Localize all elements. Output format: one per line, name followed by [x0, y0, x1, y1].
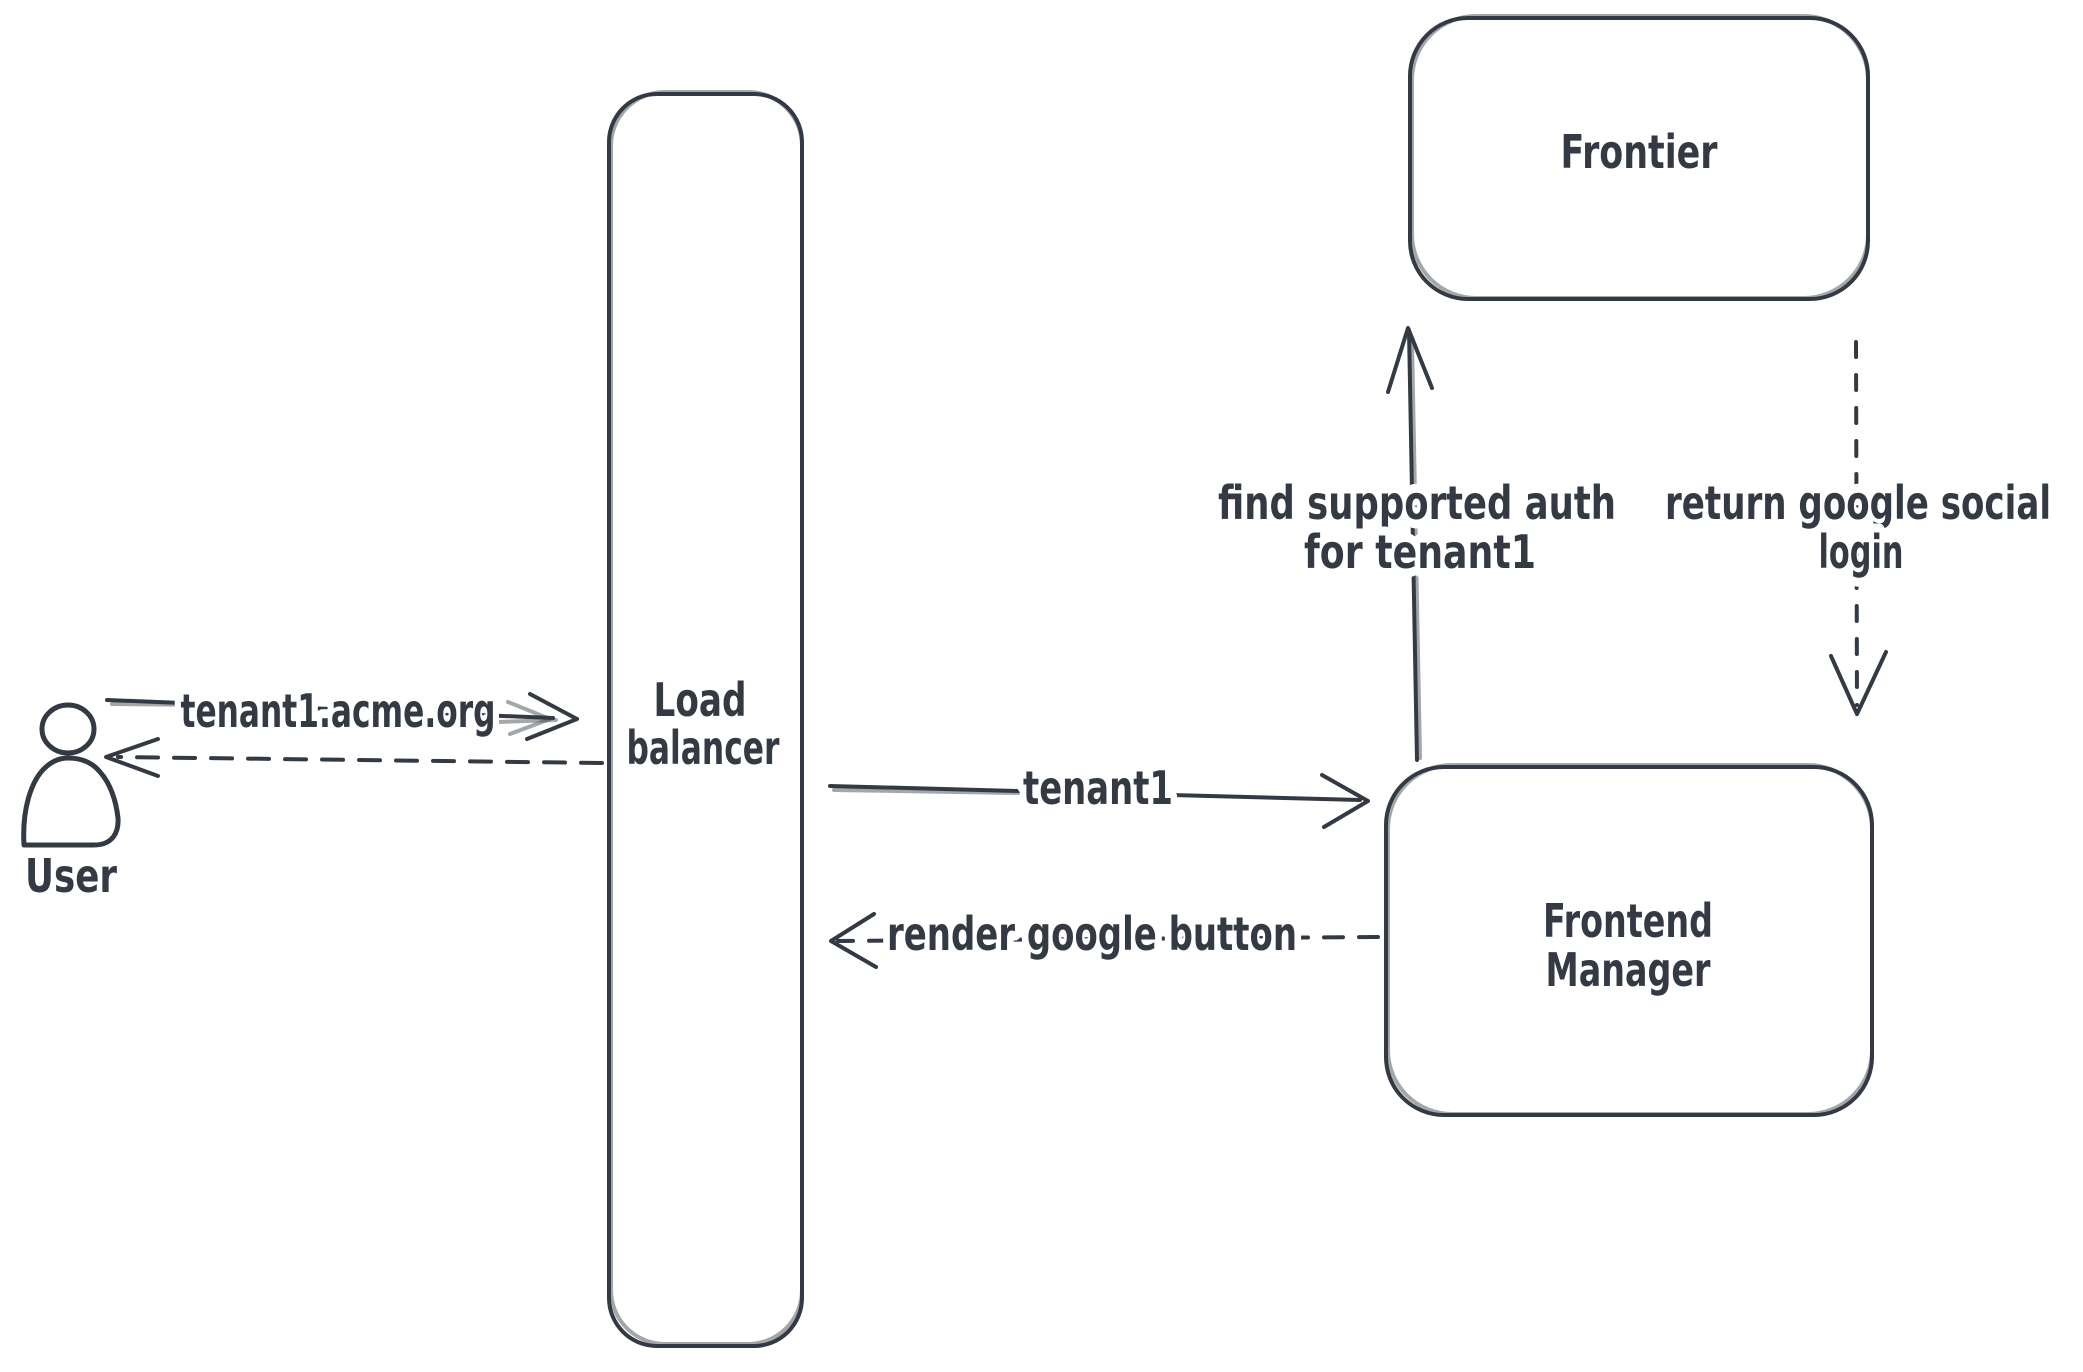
frontend-manager-label-line2: Manager [1546, 943, 1711, 997]
node-frontend-manager: Frontend Manager [1384, 763, 1874, 1117]
edge-fm-to-frontier-line [1407, 328, 1419, 762]
node-frontier: Frontier [1408, 14, 1870, 301]
edge-lb-to-fm-line [828, 784, 1362, 802]
edge-fm-to-lb: render google button [829, 898, 1380, 970]
edge-user-to-lb: tenant1.acme.org [105, 675, 579, 747]
edge-fm-to-frontier: find supported auth for tenant1 [1209, 326, 1625, 762]
edge-lb-to-user-line [116, 755, 604, 765]
edge-lb-to-fm: tenant1 [828, 752, 1370, 829]
edge-fm-to-frontier-arrowhead [1386, 326, 1434, 394]
edge-user-to-lb-line [105, 698, 555, 720]
edge-fm-to-frontier-label-line1: find supported auth [1218, 476, 1616, 530]
edge-fm-to-frontier-label-line2: for tenant1 [1304, 525, 1536, 579]
edge-user-to-lb-arrowhead-sketch [506, 700, 552, 736]
edge-frontier-to-fm-line [1854, 340, 1859, 707]
edge-lb-to-fm-arrowhead [1320, 773, 1370, 829]
edge-lb-to-fm-label: tenant1 [1023, 761, 1173, 815]
edge-lb-to-fm-line-sketch [832, 788, 1022, 795]
user-head-icon [39, 702, 97, 756]
frontier-box [1408, 16, 1870, 301]
user-label: User [25, 849, 117, 903]
edge-user-to-lb-line-sketch [110, 702, 558, 724]
edge-user-to-lb-arrowhead [525, 692, 579, 741]
frontend-manager-label-line1: Frontend [1543, 894, 1713, 948]
edge-user-to-lb-label: tenant1.acme.org [181, 684, 496, 738]
edge-lb-to-user [104, 737, 604, 778]
edge-frontier-to-fm-label-line1: return google social [1665, 476, 2051, 530]
node-load-balancer: Load balancer [607, 90, 804, 1348]
user-actor: User [21, 702, 121, 903]
load-balancer-label-line1: Load [654, 673, 747, 727]
load-balancer-box-sketch [609, 90, 804, 1346]
edge-fm-to-lb-line [836, 935, 1380, 943]
edge-fm-to-frontier-line-sketch [1410, 338, 1422, 760]
edge-frontier-to-fm-arrowhead [1829, 650, 1888, 716]
load-balancer-label-line2: balancer [627, 721, 780, 775]
load-balancer-box [607, 92, 804, 1348]
user-body-icon [21, 755, 121, 848]
edge-fm-to-lb-arrowhead [829, 912, 878, 969]
frontend-manager-box [1384, 765, 1874, 1117]
edge-fm-to-lb-label: render google button [887, 907, 1297, 961]
frontend-manager-box-sketch [1386, 763, 1874, 1116]
edge-frontier-to-fm-label-line2: login [1819, 525, 1904, 579]
frontier-box-sketch [1410, 14, 1870, 300]
frontier-label: Frontier [1561, 125, 1718, 179]
edge-frontier-to-fm: return google social login [1656, 340, 2060, 716]
edge-lb-to-user-arrowhead [104, 737, 160, 778]
